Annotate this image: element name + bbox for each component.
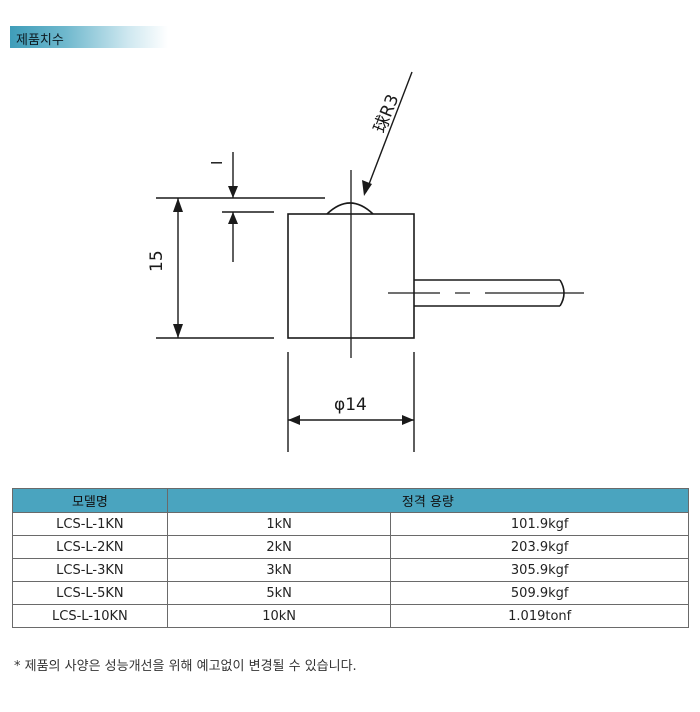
arrow-top-dim-down xyxy=(228,186,238,198)
table-row: LCS-L-10KN 10kN 1.019tonf xyxy=(12,604,689,628)
cell-model: LCS-L-2KN xyxy=(12,535,168,559)
dimension-drawing: 球R3 I 15 φ14 xyxy=(147,71,584,452)
cell-capacity-kn: 1kN xyxy=(166,512,392,536)
arrow-ball-leader xyxy=(362,180,372,196)
diameter-dim-label: φ14 xyxy=(334,395,367,415)
cell-capacity-kn: 2kN xyxy=(166,535,392,559)
header-model: 모델명 xyxy=(12,488,168,513)
table-row: LCS-L-5KN 5kN 509.9kgf xyxy=(12,581,689,605)
height-dim-label: 15 xyxy=(147,250,167,272)
table-row: LCS-L-1KN 1kN 101.9kgf xyxy=(12,512,689,536)
cell-model: LCS-L-5KN xyxy=(12,581,168,605)
cell-capacity-kgf: 305.9kgf xyxy=(390,558,689,582)
arrow-top-dim-up xyxy=(228,212,238,224)
cell-capacity-kgf: 101.9kgf xyxy=(390,512,689,536)
table-row: LCS-L-3KN 3kN 305.9kgf xyxy=(12,558,689,582)
cell-capacity-kn: 10kN xyxy=(166,604,392,628)
cell-model: LCS-L-1KN xyxy=(12,512,168,536)
cell-model: LCS-L-3KN xyxy=(12,558,168,582)
arrow-height-top xyxy=(173,198,183,212)
cell-capacity-kgf: 509.9kgf xyxy=(390,581,689,605)
arrow-width-right xyxy=(402,415,414,425)
ball-leader xyxy=(365,71,413,193)
cell-capacity-kn: 3kN xyxy=(166,558,392,582)
cell-model: LCS-L-10KN xyxy=(12,604,168,628)
header-capacity: 정격 용량 xyxy=(166,488,690,513)
disclaimer-note: * 제품의 사양은 성능개선을 위해 예고없이 변경될 수 있습니다. xyxy=(14,659,357,674)
spec-table: 모델명 정격 용량 LCS-L-1KN 1kN 101.9kgf LCS-L-2… xyxy=(12,488,690,628)
arrow-width-left xyxy=(288,415,300,425)
table-row: LCS-L-2KN 2kN 203.9kgf xyxy=(12,535,689,559)
cell-capacity-kgf: 1.019tonf xyxy=(390,604,689,628)
top-dim-label: I xyxy=(208,161,226,165)
section-header: 제품치수 xyxy=(10,26,168,48)
arrow-height-bottom xyxy=(173,324,183,338)
cell-capacity-kn: 5kN xyxy=(166,581,392,605)
table-header-row: 모델명 정격 용량 xyxy=(12,488,690,513)
ball-label: 球R3 xyxy=(370,92,403,136)
section-title: 제품치수 xyxy=(16,33,64,48)
cell-capacity-kgf: 203.9kgf xyxy=(390,535,689,559)
ball-dome xyxy=(326,202,374,215)
